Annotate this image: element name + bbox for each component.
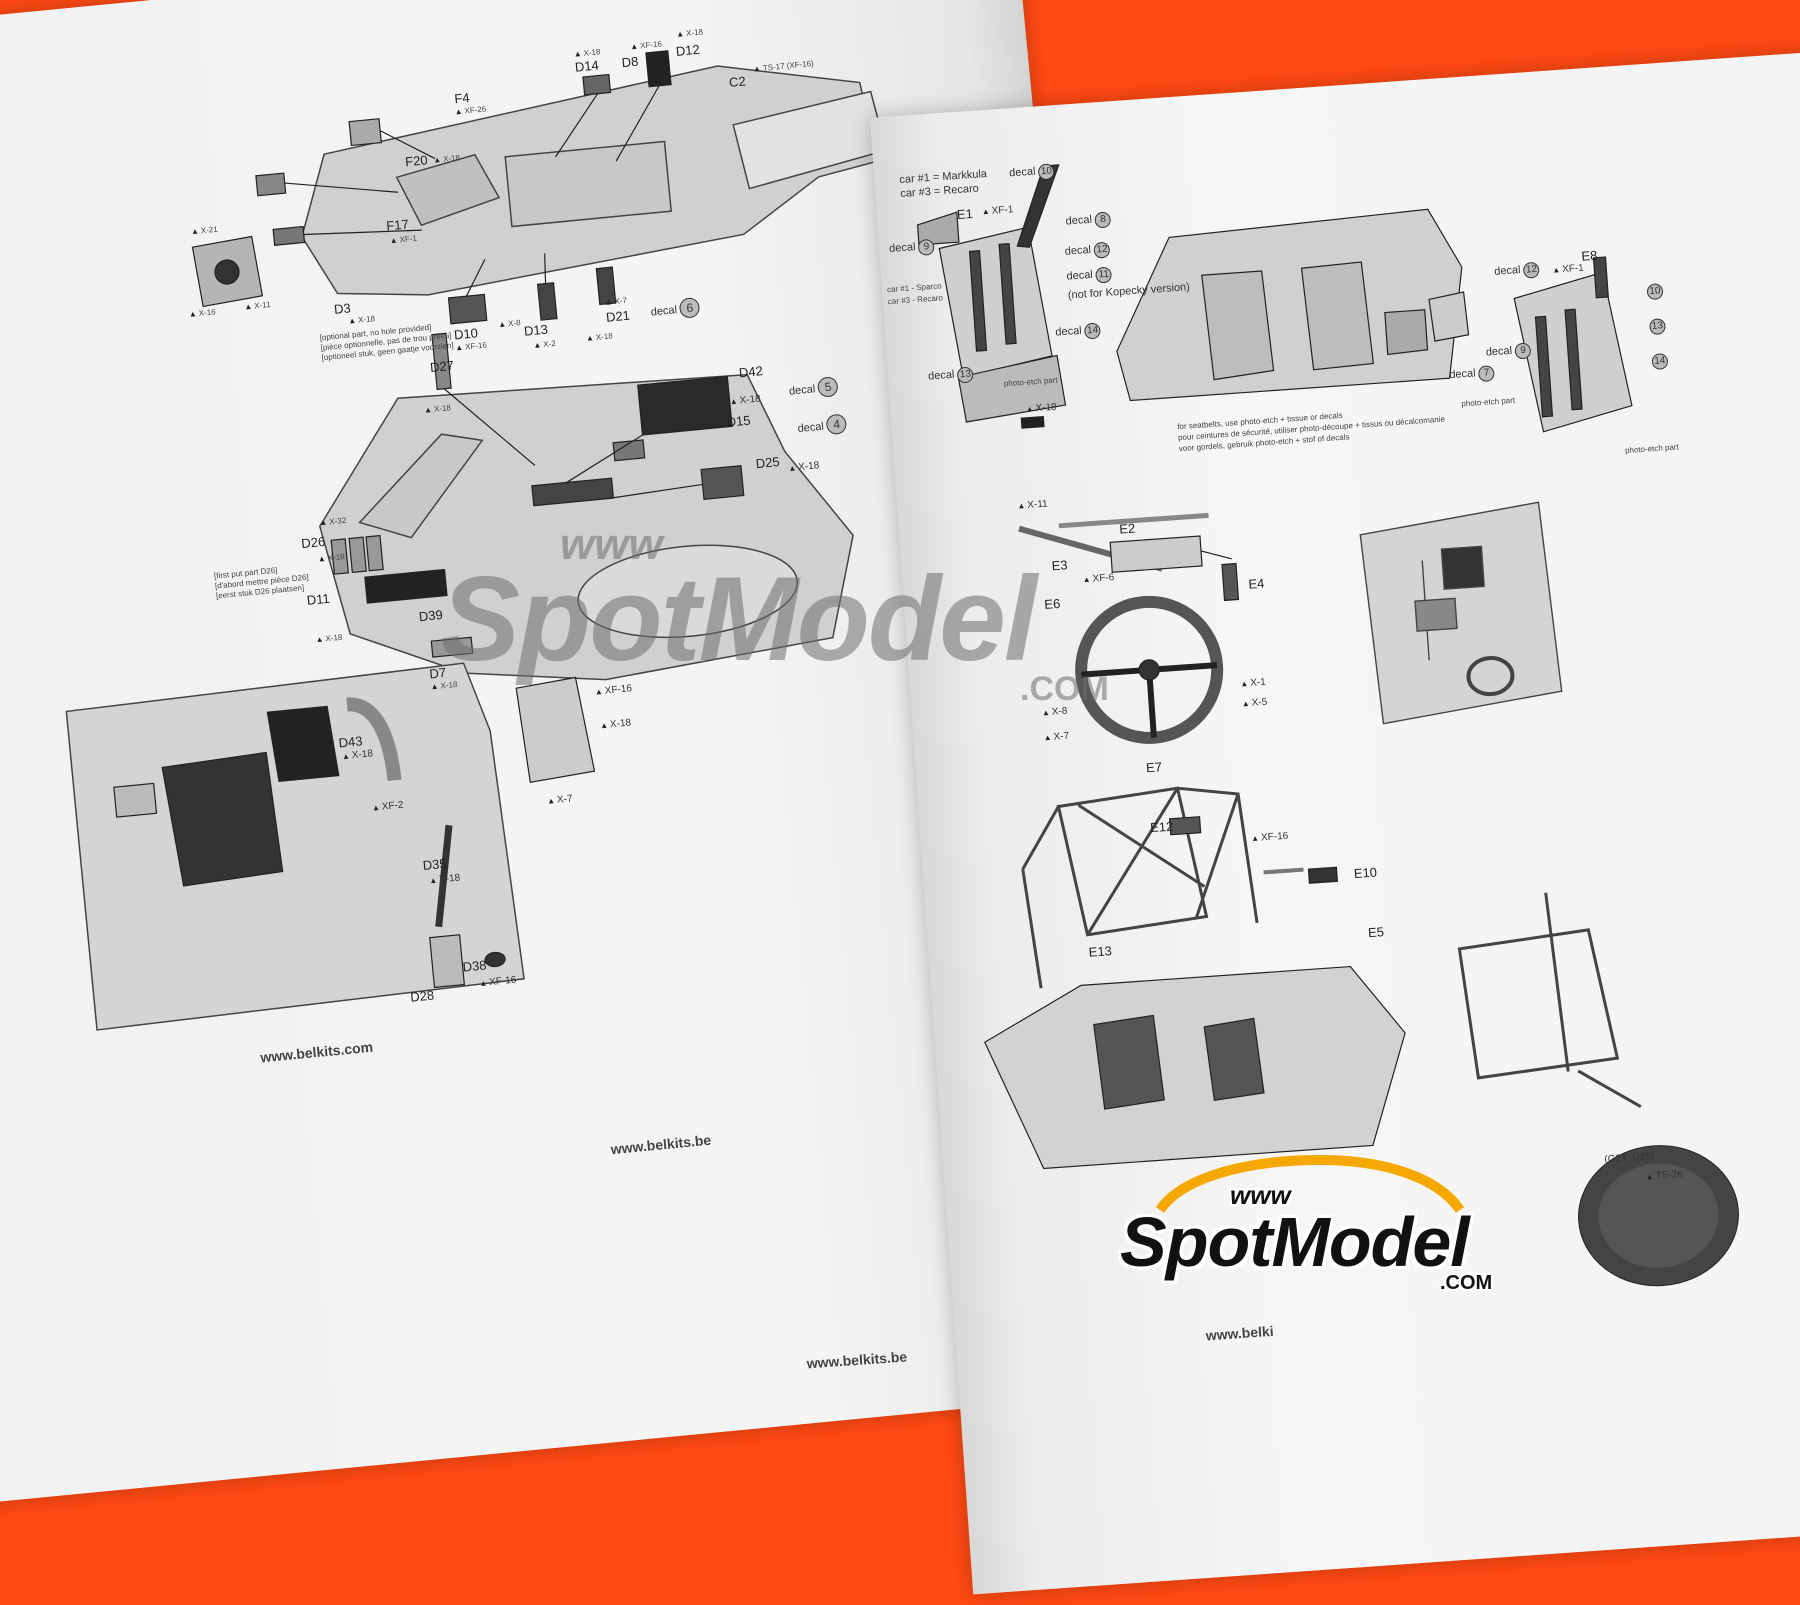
left-page: F4 XF-26 F20 X-18 F17 XF-1 X-18 D14 XF-1… xyxy=(0,0,1156,1503)
label-c2: C2 xyxy=(728,73,747,90)
label-d35: D35 xyxy=(422,855,448,873)
label-d12: D12 xyxy=(675,41,701,59)
label-d10: D10 xyxy=(453,325,479,343)
decal-14b: 14 xyxy=(1648,352,1669,371)
label-d11: D11 xyxy=(306,590,331,608)
label-f4: F4 xyxy=(453,90,471,107)
right-page-drawings xyxy=(916,164,1739,1287)
watermark-brand: SpotModel xyxy=(440,552,1037,686)
label-f17: F17 xyxy=(385,216,410,234)
paint-x8: X-8 xyxy=(498,318,521,330)
logo-com: .COM xyxy=(1440,1272,1493,1294)
paint-x7: X-7 xyxy=(1043,731,1069,744)
label-d38: D38 xyxy=(461,957,488,975)
label-f20: F20 xyxy=(404,152,429,170)
left-page-drawings xyxy=(65,50,888,1031)
logo-swoosh-icon xyxy=(1155,1154,1465,1213)
decal-13b: 13 xyxy=(1646,318,1667,336)
label-e7: E7 xyxy=(1145,759,1163,776)
label-d42: D42 xyxy=(738,363,764,381)
label-d28: D28 xyxy=(409,987,435,1005)
label-d25: D25 xyxy=(755,453,781,472)
spotmodel-logo: www SpotModel .COM xyxy=(1120,1150,1550,1300)
label-e5: E5 xyxy=(1367,924,1385,941)
watermark-www: www xyxy=(560,520,663,569)
paint-x7: X-7 xyxy=(604,296,627,308)
label-e4: E4 xyxy=(1247,575,1265,592)
label-e12: E12 xyxy=(1149,818,1174,836)
label-d26: D26 xyxy=(300,533,326,552)
paint-e8: XF-1 xyxy=(1552,263,1584,276)
label-e1: E1 xyxy=(956,206,974,223)
label-d15: D15 xyxy=(725,412,752,430)
label-d3: D3 xyxy=(333,300,352,317)
label-e13: E13 xyxy=(1088,943,1113,960)
logo-brand: SpotModel xyxy=(1120,1203,1470,1281)
watermark-com: .COM xyxy=(1020,670,1109,708)
paint-x11-steer: X-11 xyxy=(1017,499,1048,512)
paint-e1: XF-1 xyxy=(981,204,1013,217)
logo-www: www xyxy=(1230,1180,1291,1210)
label-d8: D8 xyxy=(621,53,640,71)
label-d21: D21 xyxy=(605,307,631,325)
label-e8: E8 xyxy=(1580,247,1598,264)
paint-x5: X-5 xyxy=(1241,697,1267,710)
label-d14: D14 xyxy=(574,57,600,75)
watermark-center: www SpotModel .COM xyxy=(440,520,1160,720)
label-d13: D13 xyxy=(523,321,549,339)
paint-x18-seat: X-18 xyxy=(1025,402,1057,415)
label-e10: E10 xyxy=(1353,864,1378,882)
paint-x1: X-1 xyxy=(1240,677,1266,690)
instruction-booklet-photo: F4 XF-26 F20 X-18 F17 XF-1 X-18 D14 XF-1… xyxy=(0,0,1800,1350)
paint-x2: X-2 xyxy=(533,339,556,351)
label-d43: D43 xyxy=(337,733,364,751)
decal-10b: 10 xyxy=(1643,283,1664,301)
label-d27: D27 xyxy=(429,357,455,375)
